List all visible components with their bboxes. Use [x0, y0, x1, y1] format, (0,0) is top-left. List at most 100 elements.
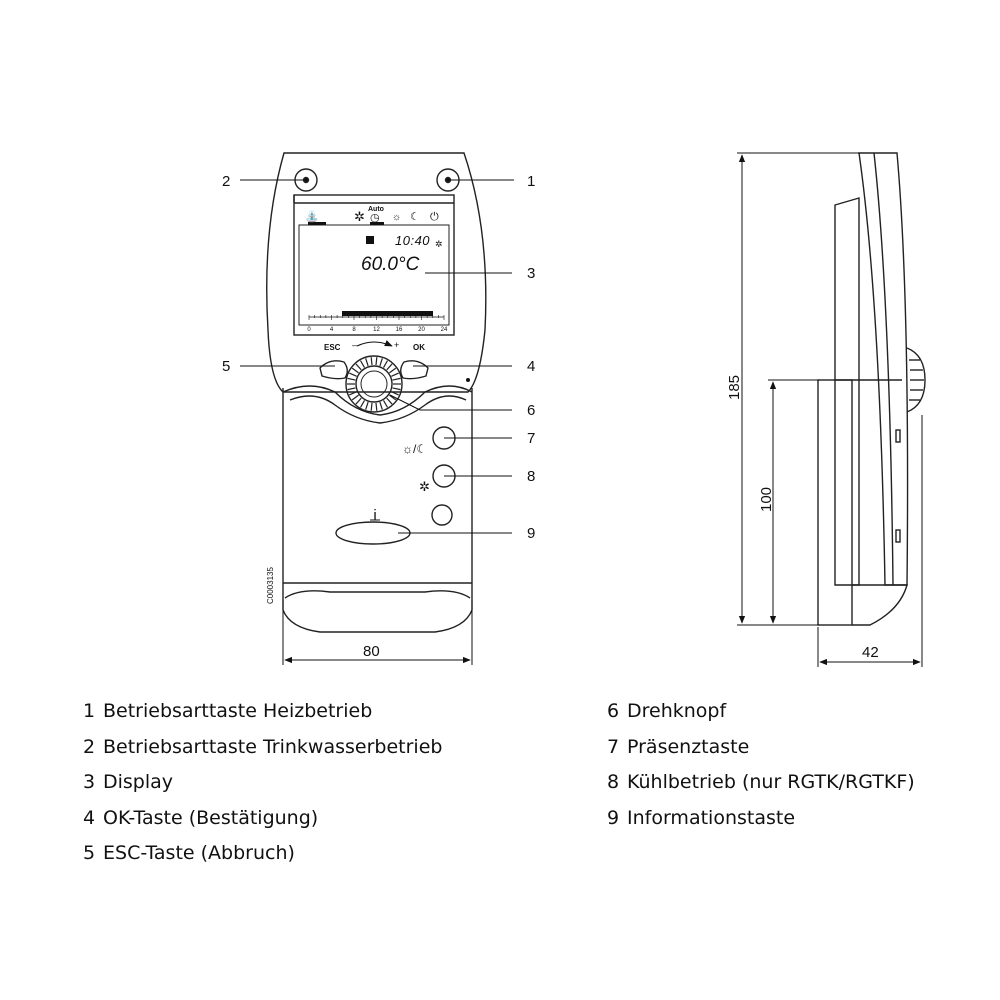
display-frame — [293, 194, 455, 336]
knob-rib — [392, 387, 401, 391]
knob-turn-arrow — [356, 340, 393, 347]
knob-rib — [359, 400, 366, 408]
knob-rib — [391, 372, 399, 377]
side-lower-block — [817, 379, 853, 626]
dhw-symbol: ⛲ — [305, 210, 319, 223]
presence-symbol: ☼/☾ — [402, 442, 427, 456]
drawing-code: C0003135 — [266, 567, 275, 604]
knob-rib — [355, 397, 362, 405]
heating-period-bar — [342, 311, 433, 316]
callout-2: 2 — [222, 173, 230, 190]
auto-label: Auto — [368, 206, 384, 213]
sun-symbol: ☼ — [392, 212, 401, 223]
esc-label: ESC — [324, 343, 341, 352]
upper-housing — [266, 152, 487, 393]
callout-4: 4 — [527, 358, 535, 375]
knob-rib — [389, 394, 397, 401]
hour-label: 8 — [352, 327, 356, 333]
hour-labels: 0 4 8 12 16 20 24 — [307, 327, 448, 333]
hour-label: 12 — [373, 327, 380, 333]
legend-left: 1 Betriebsarttaste Heizbetrieb 2 Betriebsar… — [83, 694, 442, 872]
time-readout: 10:40 — [395, 233, 430, 248]
side-height-dimensions — [737, 152, 923, 667]
legend-text: Display — [103, 771, 174, 793]
legend-number: 6 — [607, 700, 620, 722]
knob-rib — [382, 360, 389, 368]
knob-rib — [351, 394, 359, 401]
lower-housing — [282, 388, 473, 633]
legend-text: Drehknopf — [627, 700, 727, 722]
front-width-dimension — [282, 600, 473, 665]
ok-button — [400, 360, 429, 380]
callout-5: 5 — [222, 358, 230, 375]
legend-number: 3 — [83, 771, 96, 793]
knob-rib — [370, 402, 373, 411]
knob-rib — [391, 391, 399, 396]
legend-item: 1 Betriebsarttaste Heizbetrieb — [83, 694, 442, 730]
legend-text: Betriebsarttaste Heizbetrieb — [103, 700, 373, 722]
knob-rib — [389, 367, 397, 374]
knob-rib — [359, 360, 366, 368]
hour-label: 24 — [441, 327, 448, 333]
time-sun-symbol: ✲ — [435, 239, 443, 249]
standby-symbol: ⏻ — [430, 211, 439, 223]
hour-label: 20 — [418, 327, 425, 333]
cooling-symbol: ✲ — [419, 479, 430, 494]
knob-rib — [355, 363, 362, 371]
knob-rib — [392, 377, 401, 381]
side-housing-front — [858, 152, 909, 586]
plus-label: + — [394, 340, 399, 350]
knob-rib — [379, 401, 383, 410]
callout-leaders — [240, 179, 514, 534]
spare-button — [431, 504, 453, 526]
rotary-knob-outer — [345, 355, 403, 413]
legend-number: 7 — [607, 735, 620, 758]
knob-rib — [349, 372, 357, 377]
legend-number: 1 — [83, 700, 96, 722]
legend-number: 2 — [83, 735, 96, 758]
side-knob — [906, 347, 926, 413]
hour-ticks — [308, 315, 445, 320]
info-symbol: i — [373, 507, 376, 524]
callout-1: 1 — [527, 173, 535, 190]
temperature-readout: 60.0°C — [361, 254, 420, 275]
callout-8: 8 — [527, 468, 535, 485]
legend-text: Informationstaste — [627, 806, 796, 829]
knob-rib — [351, 367, 359, 374]
hour-label: 0 — [307, 327, 311, 333]
knob-ribs — [347, 357, 401, 411]
knob-rib — [370, 357, 373, 366]
side-view — [817, 152, 926, 626]
callout-9: 9 — [527, 525, 535, 542]
legend-text: Präsenztaste — [627, 735, 750, 758]
legend-text: ESC-Taste (Abbruch) — [103, 842, 295, 864]
side-depth-value: 42 — [862, 644, 879, 661]
legend-number: 4 — [83, 806, 96, 829]
flame-mark — [366, 236, 374, 244]
knob-rib — [379, 358, 383, 367]
lower-height-value: 100 — [758, 487, 775, 512]
comfort-symbol: ✲ — [354, 209, 365, 224]
knob-rib — [365, 358, 369, 367]
legend-text: Betriebsarttaste Trinkwasserbetrieb — [103, 735, 443, 758]
hour-label: 4 — [330, 327, 334, 333]
side-housing-back — [834, 197, 860, 586]
legend-item: 2 Betriebsarttaste Trinkwasserbetrieb — [83, 730, 442, 766]
esc-button — [319, 360, 348, 380]
knob-rib — [386, 397, 393, 405]
callout-6: 6 — [527, 402, 535, 419]
moon-symbol: ☾ — [410, 211, 420, 223]
knob-rib — [375, 357, 378, 366]
knob-rib — [349, 391, 357, 396]
legend-item: 6 Drehknopf — [607, 694, 915, 730]
hour-label: 16 — [396, 327, 403, 333]
lower-cover-curve — [282, 385, 473, 416]
knob-rib — [347, 387, 356, 391]
callout-3: 3 — [527, 265, 535, 282]
